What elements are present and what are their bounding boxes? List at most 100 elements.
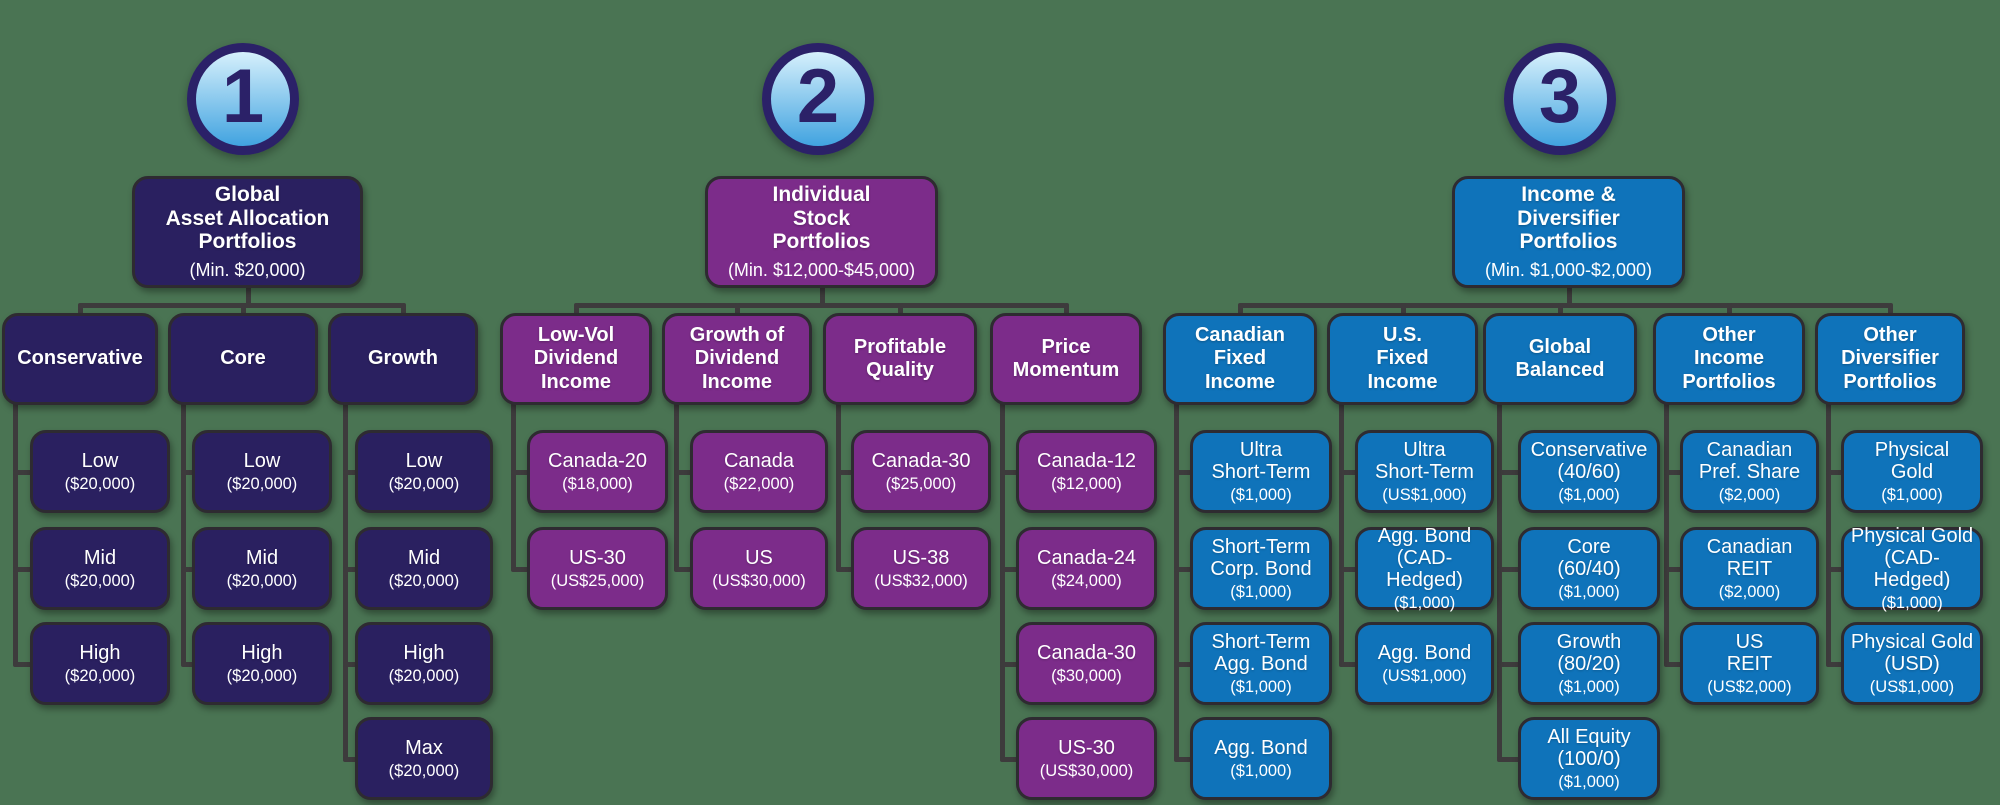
leaf-canada-12: Canada-12($12,000)	[1016, 430, 1157, 513]
connector-line	[1174, 399, 1179, 761]
leaf-amount: (US$30,000)	[1039, 761, 1134, 780]
leaf-amount: ($20,000)	[64, 474, 136, 493]
leaf-canada-30: Canada-30 ($25,000)	[851, 430, 991, 513]
category-label: Growth	[368, 347, 438, 370]
connector-line	[1664, 566, 1684, 572]
connector-line	[836, 566, 855, 572]
leaf-amount: ($20,000)	[226, 571, 298, 590]
connector-line	[1174, 756, 1194, 762]
category-growth-of-dividend-income: Growth of Dividend Income	[662, 313, 812, 405]
leaf-amount: (US$25,000)	[550, 571, 645, 590]
leaf-amount: ($25,000)	[885, 474, 957, 493]
leaf-label: Canada	[723, 449, 795, 472]
category-u-s-fixed-income: U.S. Fixed Income	[1327, 313, 1478, 405]
leaf-amount: ($24,000)	[1051, 571, 1122, 590]
connector-line	[241, 303, 246, 317]
connector-line	[78, 303, 83, 317]
connector-line	[343, 399, 348, 761]
leaf-amount: ($2,000)	[1718, 582, 1781, 601]
leaf-amount: ($30,000)	[1051, 666, 1122, 685]
leaf-amount: (US$1,000)	[1382, 485, 1467, 504]
step-badge-1: 1	[187, 43, 299, 155]
leaf-label: Canada-30	[1037, 641, 1136, 664]
leaf-high: High($20,000)	[355, 622, 493, 705]
leaf-amount: (US$32,000)	[874, 571, 968, 590]
leaf-label: Short-Term Corp. Bond	[1210, 535, 1312, 580]
leaf-agg-bond: Agg. Bond($1,000)	[1190, 717, 1332, 800]
connector-line	[1497, 661, 1522, 667]
category-label: U.S. Fixed Income	[1367, 324, 1438, 393]
category-global-balanced: Global Balanced	[1483, 313, 1637, 405]
leaf-label: Short-Term Agg. Bond	[1211, 630, 1311, 675]
leaf-amount: (US$1,000)	[1869, 677, 1955, 696]
leaf-amount: ($1,000)	[1558, 772, 1620, 791]
leaf-all-equity-100-0: All Equity (100/0)($1,000)	[1518, 717, 1660, 800]
connector-line	[181, 469, 196, 475]
connector-line	[1888, 303, 1893, 317]
leaf-short-term-corp-bond: Short-Term Corp. Bond($1,000)	[1190, 527, 1332, 610]
leaf-amount: ($2,000)	[1718, 485, 1781, 504]
leaf-label: High	[79, 641, 121, 664]
leaf-label: US-38	[892, 546, 950, 569]
connector-line	[245, 282, 251, 307]
leaf-short-term-agg-bond: Short-Term Agg. Bond($1,000)	[1190, 622, 1332, 705]
category-low-vol-dividend-income: Low-Vol Dividend Income	[500, 313, 652, 405]
leaf-high: High($20,000)	[30, 622, 170, 705]
leaf-label: US-30	[569, 546, 626, 569]
step-number: 2	[796, 54, 840, 139]
leaf-amount: (US$1,000)	[1382, 666, 1467, 685]
step-badge-2: 2	[762, 43, 874, 155]
connector-line	[1064, 303, 1069, 317]
leaf-amount: ($20,000)	[64, 571, 136, 590]
leaf-label: Canada-12	[1037, 449, 1136, 472]
leaf-label: Canadian REIT	[1706, 535, 1793, 580]
connector-line	[735, 303, 740, 317]
connector-line	[1497, 566, 1522, 572]
leaf-amount: ($1,000)	[1881, 485, 1943, 504]
step-number: 3	[1538, 54, 1582, 139]
leaf-physical-gold-usd: Physical Gold (USD)(US$1,000)	[1841, 622, 1983, 705]
connector-line	[1174, 469, 1194, 475]
leaf-amount: ($1,000)	[1558, 582, 1620, 601]
leaf-label: Ultra Short-Term	[1375, 438, 1474, 483]
connector-line	[836, 399, 841, 571]
connector-line	[1400, 303, 1406, 317]
connector-line	[401, 303, 406, 317]
leaf-amount: ($1,000)	[1558, 485, 1620, 504]
connector-line	[343, 756, 359, 762]
connector-line	[511, 399, 516, 571]
connector-line	[13, 566, 34, 572]
leaf-amount: (US$2,000)	[1707, 677, 1792, 696]
leaf-amount: ($20,000)	[226, 474, 298, 493]
category-label: Global Balanced	[1515, 335, 1605, 381]
connector-line	[1174, 566, 1194, 572]
leaf-amount: ($20,000)	[388, 666, 460, 685]
connector-line	[674, 566, 694, 572]
connector-line	[1339, 469, 1359, 475]
leaf-mid: Mid($20,000)	[192, 527, 332, 610]
connector-line	[1664, 469, 1684, 475]
leaf-label: Agg. Bond	[1214, 736, 1308, 759]
leaf-low: Low($20,000)	[355, 430, 493, 513]
leaf-amount: ($18,000)	[562, 474, 633, 493]
category-price-momentum: Price Momentum	[990, 313, 1142, 405]
connector-line	[181, 661, 196, 667]
category-label: Price Momentum	[1012, 335, 1120, 381]
leaf-low: Low($20,000)	[192, 430, 332, 513]
category-canadian-fixed-income: Canadian Fixed Income	[1163, 313, 1317, 405]
tree-title: Income & Diversifier Portfolios	[1517, 182, 1620, 254]
leaf-label: Canada-30	[871, 449, 971, 472]
leaf-label: Mid	[83, 546, 117, 569]
connector-line	[1497, 756, 1522, 762]
leaf-label: Low	[405, 449, 443, 472]
category-label: Low-Vol Dividend Income	[533, 324, 619, 393]
leaf-canada-30: Canada-30 ($30,000)	[1016, 622, 1157, 705]
connector-line	[1000, 469, 1020, 475]
connector-line	[1826, 399, 1831, 666]
connector-line	[511, 469, 531, 475]
connector-line	[674, 399, 679, 571]
leaf-label: US-30	[1058, 736, 1115, 759]
tree-minimum: (Min. $1,000-$2,000)	[1484, 260, 1653, 281]
leaf-ultra-short-term: Ultra Short-Term($1,000)	[1190, 430, 1332, 513]
leaf-us-38: US-38 (US$32,000)	[851, 527, 991, 610]
